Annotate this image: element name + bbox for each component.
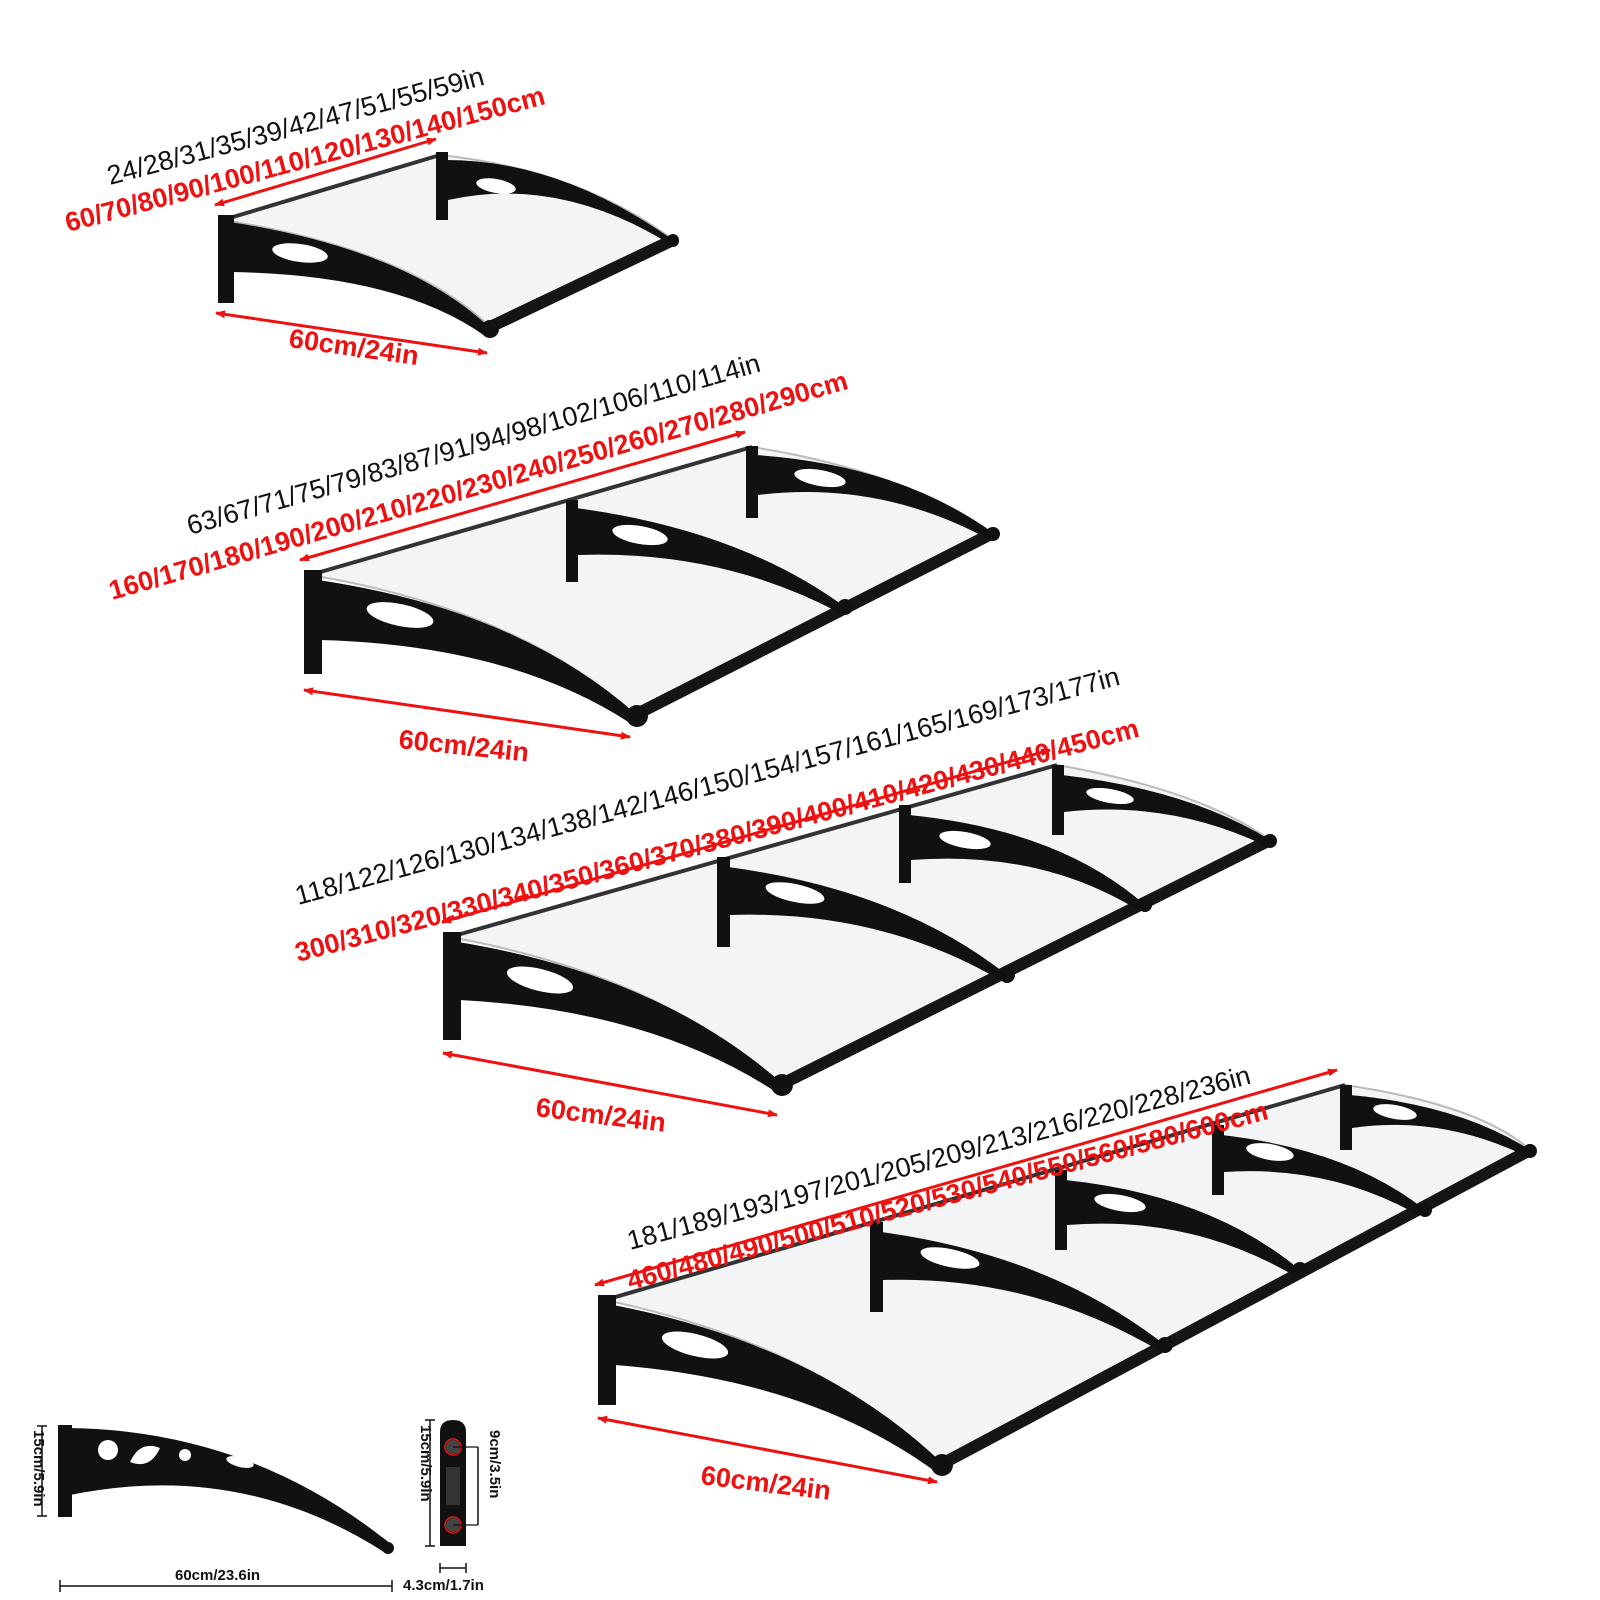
hole-spacing-label: 9cm/3.5in bbox=[486, 1430, 503, 1498]
depth-label: 60cm/24in bbox=[699, 1460, 832, 1506]
front-rail bbox=[629, 527, 999, 721]
front-rail bbox=[934, 1144, 1536, 1471]
length-arrow bbox=[594, 1068, 1338, 1287]
awning-four-bay: 181/189/193/197/201/205/209/213/216/220/… bbox=[594, 1060, 1537, 1506]
back-bracket bbox=[1052, 765, 1270, 846]
front-bracket bbox=[304, 527, 1000, 727]
plate-width-label: 4.3cm/1.7in bbox=[403, 1577, 484, 1594]
front-bracket bbox=[598, 1144, 1537, 1476]
depth-label: 60cm/24in bbox=[397, 724, 530, 767]
depth-arrow bbox=[597, 1415, 938, 1485]
bracket-length-label: 60cm/23.6in bbox=[175, 1567, 260, 1584]
depth-arrow bbox=[215, 310, 488, 356]
depth-label: 60cm/24in bbox=[534, 1092, 667, 1138]
length-arrow bbox=[214, 137, 437, 207]
depth-arrow bbox=[303, 687, 631, 740]
length-arrow bbox=[441, 748, 1051, 924]
front-rail bbox=[484, 234, 679, 333]
awning-two-bay: 63/67/71/75/79/83/87/91/94/98/102/106/11… bbox=[105, 348, 1000, 768]
bracket-side-detail: 15cm/5.9in 60cm/23.6in bbox=[30, 1425, 394, 1592]
depth-label: 60cm/24in bbox=[287, 323, 420, 371]
wall-plate-detail: 15cm/5.9in 9cm/3.5in 4.3cm/1.7in bbox=[403, 1419, 503, 1594]
front-rail bbox=[774, 834, 1276, 1091]
awning-one-bracket: 24/28/31/35/39/42/47/51/55/59in 60/70/80… bbox=[62, 61, 679, 371]
front-bracket bbox=[443, 834, 1277, 1096]
awning-panel bbox=[604, 1083, 1532, 1467]
back-bracket bbox=[1340, 1085, 1530, 1156]
bracket-height-label: 15cm/5.9in bbox=[30, 1430, 47, 1507]
back-bracket bbox=[436, 152, 673, 246]
back-bracket bbox=[746, 446, 993, 540]
length-arrow bbox=[299, 430, 746, 562]
plate-height-label: 15cm/5.9in bbox=[417, 1425, 434, 1502]
